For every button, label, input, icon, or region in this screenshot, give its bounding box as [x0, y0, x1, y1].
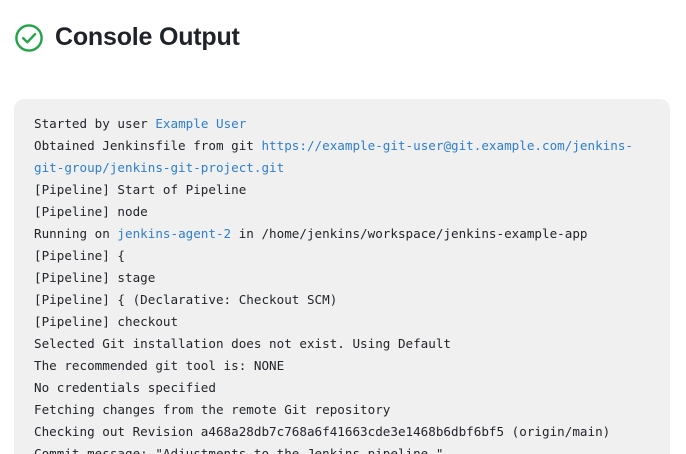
line-commit-message: Commit message: "Adjustments to the Jenk… — [34, 443, 652, 454]
line-pipeline-declarative-checkout: [Pipeline] { (Declarative: Checkout SCM) — [34, 289, 652, 311]
log-text: [Pipeline] node — [34, 203, 148, 219]
page-title: Console Output — [55, 22, 240, 51]
log-text: [Pipeline] checkout — [34, 313, 179, 329]
log-text: [Pipeline] { — [34, 247, 125, 263]
log-text: in /home/jenkins/workspace/jenkins-examp… — [231, 225, 588, 241]
log-text: Running on — [34, 225, 118, 241]
line-no-credentials: No credentials specified — [34, 377, 652, 399]
line-fetching-changes: Fetching changes from the remote Git rep… — [34, 399, 652, 421]
line-recommended-git-tool: The recommended git tool is: NONE — [34, 355, 652, 377]
line-pipeline-stage: [Pipeline] stage — [34, 267, 652, 289]
line-start-of-pipeline: [Pipeline] Start of Pipeline — [34, 179, 652, 201]
log-text: [Pipeline] Start of Pipeline — [34, 181, 247, 197]
line-obtained-jenkinsfile: Obtained Jenkinsfile from git https://ex… — [34, 135, 652, 179]
log-link[interactable]: jenkins-agent-2 — [117, 225, 232, 241]
log-text: Obtained Jenkinsfile from git — [34, 137, 262, 153]
line-pipeline-node: [Pipeline] node — [34, 201, 652, 223]
log-text: Commit message: "Adjustments to the Jenk… — [34, 445, 444, 454]
line-running-on: Running on jenkins-agent-2 in /home/jenk… — [34, 223, 652, 245]
log-text: Checking out Revision a468a28db7c768a6f4… — [34, 423, 611, 439]
log-text: [Pipeline] stage — [34, 269, 156, 285]
line-started-by-user: Started by user Example User — [34, 113, 652, 135]
log-text: [Pipeline] { (Declarative: Checkout SCM) — [34, 291, 338, 307]
line-pipeline-open-brace: [Pipeline] { — [34, 245, 652, 267]
log-text: The recommended git tool is: NONE — [34, 357, 285, 373]
log-link[interactable]: https://example-git-user@git.example.com… — [34, 137, 633, 175]
line-pipeline-checkout: [Pipeline] checkout — [34, 311, 652, 333]
log-link[interactable]: Example User — [155, 115, 247, 131]
line-checking-out-revision: Checking out Revision a468a28db7c768a6f4… — [34, 421, 652, 443]
log-text: Started by user — [34, 115, 156, 131]
log-text: No credentials specified — [34, 379, 216, 395]
page-header: Console Output — [0, 0, 686, 62]
log-text: Fetching changes from the remote Git rep… — [34, 401, 391, 417]
line-selected-git-installation: Selected Git installation does not exist… — [34, 333, 652, 355]
check-circle-icon — [14, 23, 44, 53]
log-text: Selected Git installation does not exist… — [34, 335, 452, 351]
